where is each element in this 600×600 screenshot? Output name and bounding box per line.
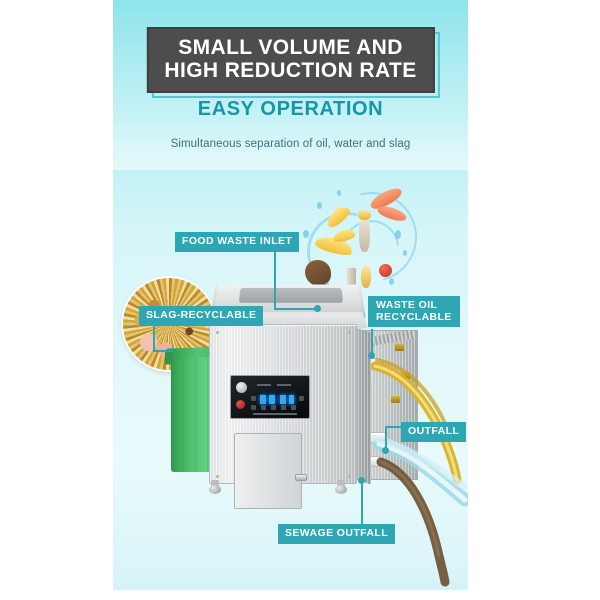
callout-leader-food-waste-inlet (274, 250, 276, 310)
callout-dot-food-waste-inlet (314, 305, 321, 312)
brass-valve (391, 396, 400, 403)
callout-leader-outfall (385, 426, 403, 428)
callout-waste-oil-line-2: RECYCLABLE (376, 311, 452, 323)
callout-waste-oil-recyclable: WASTE OIL RECYCLABLE (368, 296, 460, 327)
callout-leader-outfall-v (385, 426, 387, 450)
machine-body (209, 324, 357, 509)
callout-leader-slag-recyclable (153, 324, 155, 352)
callout-waste-oil-line-1: WASTE OIL (376, 299, 438, 311)
power-knob-icon[interactable] (236, 382, 247, 393)
callout-food-waste-inlet: FOOD WASTE INLET (175, 232, 300, 252)
callout-leader-waste-oil (371, 329, 373, 355)
poster-panel: SMALL VOLUME AND HIGH REDUCTION RATE EAS… (113, 0, 468, 590)
door-handle[interactable] (295, 474, 307, 481)
machine-right-side (355, 327, 371, 485)
separator-machine (203, 284, 371, 509)
callout-slag-recyclable: SLAG-RECYCLABLE (139, 306, 264, 326)
callout-leader-sewage-outfall (361, 480, 363, 524)
title-line-2: HIGH REDUCTION RATE (164, 59, 417, 82)
callout-dot-waste-oil (368, 352, 375, 359)
title-line-1: SMALL VOLUME AND (178, 36, 403, 59)
display-screen (257, 392, 297, 408)
callout-dot-outfall (382, 447, 389, 454)
caster-wheel (209, 480, 221, 494)
caster-wheel (335, 480, 347, 494)
brass-valve (401, 372, 410, 379)
callout-dot-sewage-outfall (358, 477, 365, 484)
control-panel[interactable] (230, 375, 310, 419)
title-banner-box: SMALL VOLUME AND HIGH REDUCTION RATE (146, 27, 435, 93)
callout-sewage-outfall: SEWAGE OUTFALL (278, 524, 396, 544)
subtitle: EASY OPERATION (197, 98, 384, 120)
callout-leader-food-waste-inlet-h (274, 308, 318, 310)
subtitle-description: Simultaneous separation of oil, water an… (170, 138, 411, 150)
emergency-stop-icon[interactable] (236, 400, 245, 409)
callout-leader-slag-recyclable-h (153, 350, 173, 352)
brass-valve (395, 344, 404, 351)
machine-door[interactable] (234, 433, 307, 509)
callout-outfall: OUTFALL (401, 422, 467, 442)
title-banner: SMALL VOLUME AND HIGH REDUCTION RATE (146, 27, 440, 98)
